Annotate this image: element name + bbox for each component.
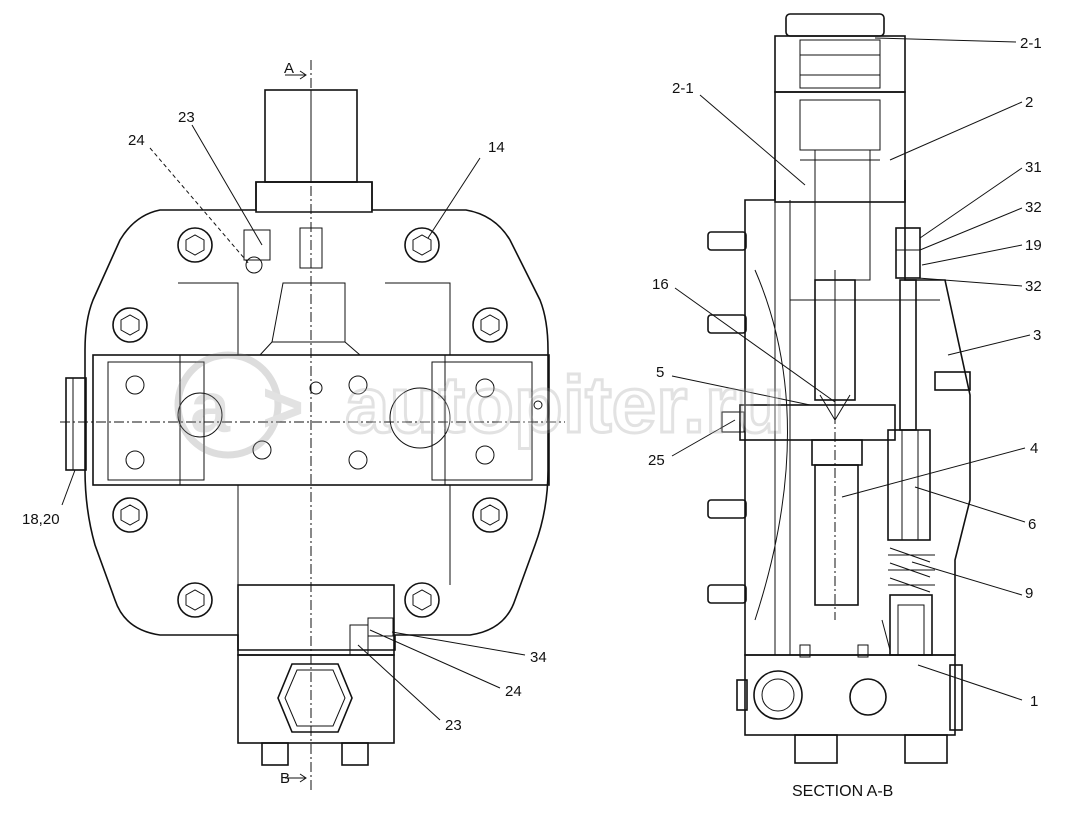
spring-seat [889, 594, 933, 656]
label-2-1-left: 2-1 [672, 80, 694, 97]
label-14: 14 [488, 139, 505, 156]
label-2: 2 [1025, 94, 1033, 111]
vent-screw [895, 227, 921, 279]
label-4: 4 [1030, 440, 1038, 457]
section-title: SECTION A-B [792, 783, 893, 800]
watermark-text: autopiter.ru [345, 360, 785, 449]
watermark-arrow: > [262, 368, 304, 448]
label-32-upper: 32 [1025, 199, 1042, 216]
leader-lines-left [61, 124, 526, 721]
spool-lower [814, 464, 859, 606]
upper-neck [255, 181, 373, 213]
label-5: 5 [656, 364, 664, 381]
label-16: 16 [652, 276, 669, 293]
housing-studs [707, 231, 971, 604]
leader-lines-right [671, 37, 1031, 701]
cap-body [774, 35, 906, 93]
port-plug-hex [277, 663, 353, 733]
label-24-upper: 24 [128, 132, 145, 149]
plug-housing [774, 91, 906, 203]
label-24-lower: 24 [505, 683, 522, 700]
main-housing [744, 180, 971, 656]
label-32-lower: 32 [1025, 278, 1042, 295]
label-6: 6 [1028, 516, 1036, 533]
valve-body [84, 181, 549, 651]
section-marker-top: A [284, 60, 294, 77]
base-block [744, 654, 956, 736]
watermark: a > autopiter.ru [174, 351, 787, 459]
cross-band [92, 354, 550, 486]
label-2-1-upper: 2-1 [1020, 35, 1042, 52]
port-block [237, 654, 395, 744]
side-plug [65, 377, 87, 471]
right-view-section: 2-1 2-1 2 31 32 19 32 16 3 5 25 4 6 9 1 … [648, 13, 1042, 800]
watermark-logo-a: a [190, 368, 231, 448]
section-marker-bottom: B [280, 770, 290, 787]
lower-block [237, 584, 395, 656]
label-25: 25 [648, 452, 665, 469]
label-34: 34 [530, 649, 547, 666]
bolt-heads [112, 227, 508, 618]
label-3: 3 [1033, 327, 1041, 344]
label-1: 1 [1030, 693, 1038, 710]
piston-bore [887, 429, 931, 541]
label-18-20: 18,20 [22, 511, 60, 528]
cap-nut [785, 13, 885, 37]
label-19: 19 [1025, 237, 1042, 254]
left-view: A B 24 23 14 18,20 34 24 23 [22, 60, 565, 790]
band-holes [125, 375, 543, 470]
label-23-upper: 23 [178, 109, 195, 126]
label-9: 9 [1025, 585, 1033, 602]
label-23-lower: 23 [445, 717, 462, 734]
label-31: 31 [1025, 159, 1042, 176]
